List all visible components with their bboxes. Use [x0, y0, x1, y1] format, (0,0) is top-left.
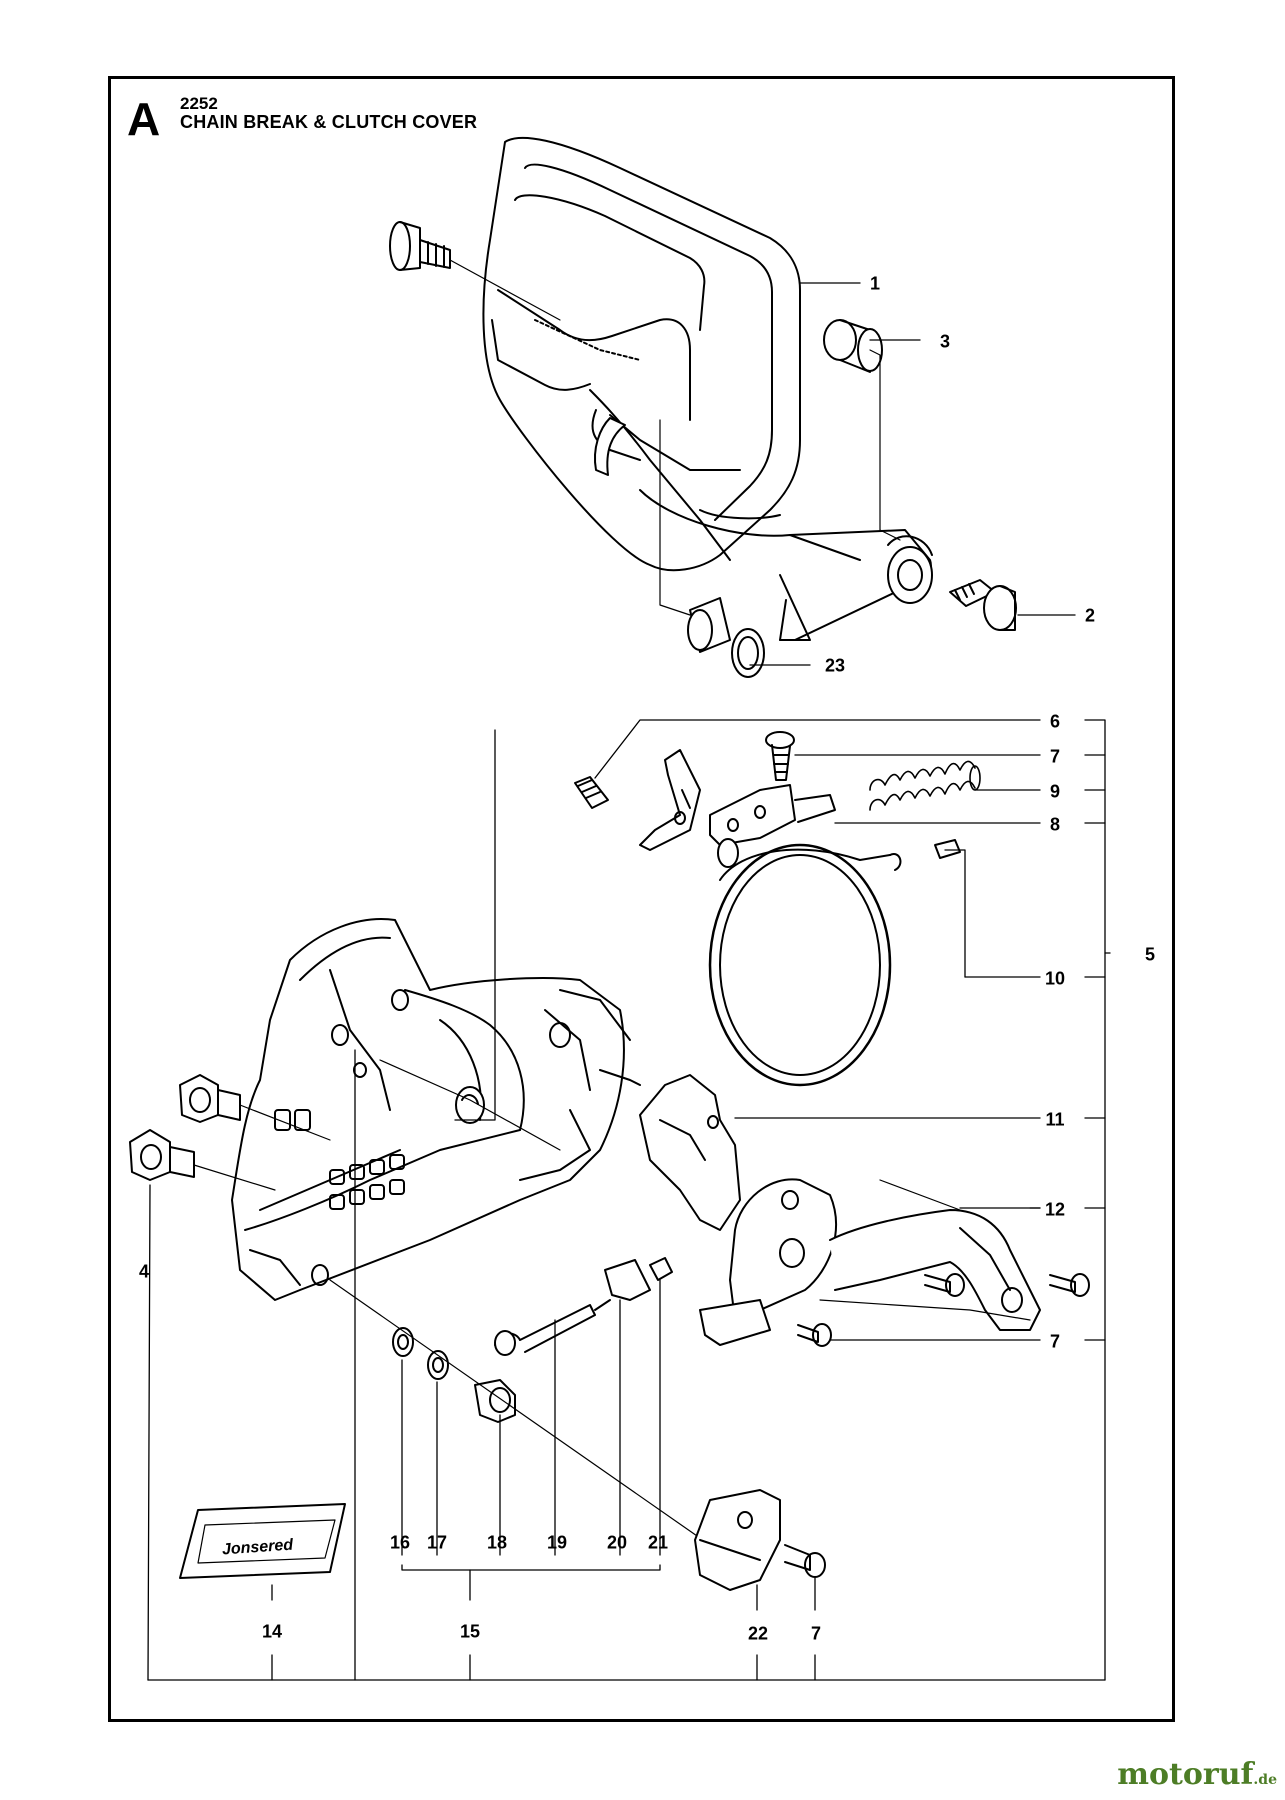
- watermark-brand: motoruf: [1117, 1757, 1254, 1792]
- handle-top-screw: [389, 221, 451, 271]
- part-6-pin: [574, 776, 609, 809]
- callout-1: 1: [869, 273, 881, 294]
- callout-7b: 7: [1049, 1331, 1061, 1352]
- callout-7c: 7: [810, 1623, 822, 1644]
- guard-screw: [784, 1544, 826, 1578]
- watermark-tld: .de: [1253, 1772, 1277, 1788]
- part-22-sprocket-guard: [694, 1489, 781, 1591]
- diagram-frame: [108, 76, 1175, 1722]
- tensioner-parts: [329, 1257, 711, 1546]
- part-11-cover-plate: [639, 1074, 741, 1231]
- callout-14: 14: [261, 1621, 283, 1642]
- part-2-screw: [949, 579, 1017, 631]
- callout-9: 9: [1049, 781, 1061, 802]
- part-3-bushing: [823, 319, 901, 541]
- clutch-cover-body: [231, 918, 641, 1301]
- part-12-chain-catcher: [699, 1178, 1041, 1346]
- watermark-logo: motoruf.de: [1117, 1757, 1277, 1792]
- callout-4: 4: [138, 1261, 150, 1282]
- callout-17: 17: [426, 1532, 448, 1553]
- callout-12: 12: [1044, 1199, 1066, 1220]
- part-10-brake-band: [708, 838, 961, 1087]
- callout-23: 23: [824, 655, 846, 676]
- callout-7a: 7: [1049, 746, 1061, 767]
- callout-3: 3: [939, 331, 951, 352]
- part-9-spring: [869, 760, 981, 811]
- callout-20: 20: [606, 1532, 628, 1553]
- callout-6: 6: [1049, 711, 1061, 732]
- callout-10: 10: [1044, 968, 1066, 989]
- callout-18: 18: [486, 1532, 508, 1553]
- callout-5: 5: [1144, 944, 1156, 965]
- part-14-decal: [179, 1503, 346, 1579]
- section-letter: A: [127, 93, 161, 145]
- callout-leaders: [147, 282, 1111, 1681]
- diagram-title: CHAIN BREAK & CLUTCH COVER: [180, 112, 478, 132]
- callout-15: 15: [459, 1621, 481, 1642]
- callout-22: 22: [747, 1623, 769, 1644]
- leader-handle-screw: [449, 259, 561, 321]
- part-4-bar-nuts: [129, 1074, 331, 1191]
- callout-19: 19: [546, 1532, 568, 1553]
- part-7-top-screw: [765, 731, 795, 781]
- diagram-number: 2252: [180, 94, 218, 113]
- callout-8: 8: [1049, 814, 1061, 835]
- callout-2: 2: [1084, 605, 1096, 626]
- callout-11: 11: [1045, 1109, 1065, 1130]
- callout-16: 16: [389, 1532, 411, 1553]
- part-1-brake-handle: [482, 136, 933, 641]
- part-8-brake-lever: [639, 749, 836, 851]
- callout-21: 21: [647, 1532, 669, 1553]
- catcher-screws: [797, 1273, 1090, 1347]
